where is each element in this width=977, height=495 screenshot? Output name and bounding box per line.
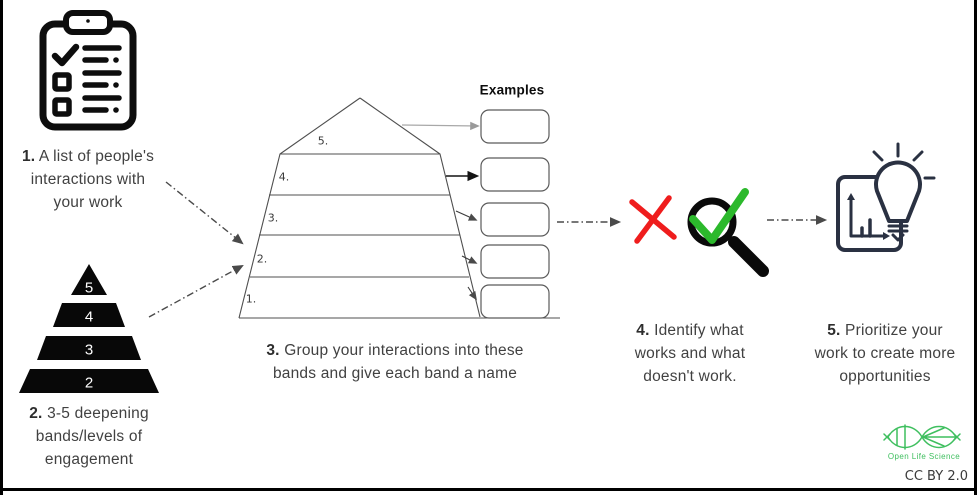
ols-dna-logo-icon bbox=[883, 424, 961, 450]
frame-border-bottom bbox=[0, 488, 977, 491]
arrow-step1-to-pyramid bbox=[165, 181, 244, 245]
mini-pyramid-level-5: 5 bbox=[84, 279, 94, 297]
examples-heading: Examples bbox=[479, 82, 545, 98]
example-box-2 bbox=[480, 157, 550, 192]
step-3-number: 3. bbox=[266, 342, 280, 359]
band-connectors bbox=[401, 121, 480, 301]
example-box-4 bbox=[480, 244, 550, 279]
example-box-5 bbox=[480, 284, 550, 319]
engagement-pyramid bbox=[238, 97, 560, 319]
lightbulb-chart-icon bbox=[836, 142, 936, 252]
mini-pyramid-level-2: 2 bbox=[84, 374, 94, 392]
step-1-label: 1. A list of people's interactions with … bbox=[21, 148, 155, 211]
step-5-number: 5. bbox=[827, 322, 841, 339]
mini-pyramid-icon bbox=[19, 264, 159, 393]
pyramid-band-label-2: 2. bbox=[256, 252, 268, 266]
flow-arrows bbox=[148, 181, 828, 318]
frame-border-left bbox=[0, 0, 3, 495]
pyramid-band-label-5: 5. bbox=[317, 134, 329, 148]
pyramid-band-label-3: 3. bbox=[267, 211, 279, 225]
example-box-1 bbox=[480, 109, 550, 144]
step-3-label: 3. Group your interactions into these ba… bbox=[266, 342, 524, 382]
ols-logo-text: Open Life Science bbox=[887, 452, 961, 461]
step-2-label: 2. 3-5 deepening bands/levels of engagem… bbox=[29, 405, 149, 468]
step-5-label: 5. Prioritize your work to create more o… bbox=[814, 322, 956, 385]
license-label: CC BY 2.0 bbox=[904, 469, 968, 484]
mini-pyramid-level-3: 3 bbox=[84, 341, 94, 359]
magnifier-check-icon bbox=[687, 188, 769, 277]
example-box-3 bbox=[480, 202, 550, 237]
pyramid-band-label-1: 1. bbox=[245, 292, 257, 306]
red-cross-icon bbox=[629, 195, 677, 244]
arrow-step2-to-pyramid bbox=[148, 264, 244, 318]
step-2-number: 2. bbox=[29, 405, 43, 422]
mini-pyramid-level-4: 4 bbox=[84, 308, 94, 326]
example-boxes bbox=[480, 109, 550, 319]
pyramid-band-label-4: 4. bbox=[278, 170, 290, 184]
step-4-label: 4. Identify what works and what doesn't … bbox=[634, 322, 746, 385]
green-check-icon bbox=[689, 188, 749, 244]
step-1-number: 1. bbox=[21, 148, 36, 165]
clipboard-checklist-icon bbox=[39, 10, 137, 131]
step-4-number: 4. bbox=[636, 322, 650, 339]
frame-border-right bbox=[974, 0, 977, 495]
